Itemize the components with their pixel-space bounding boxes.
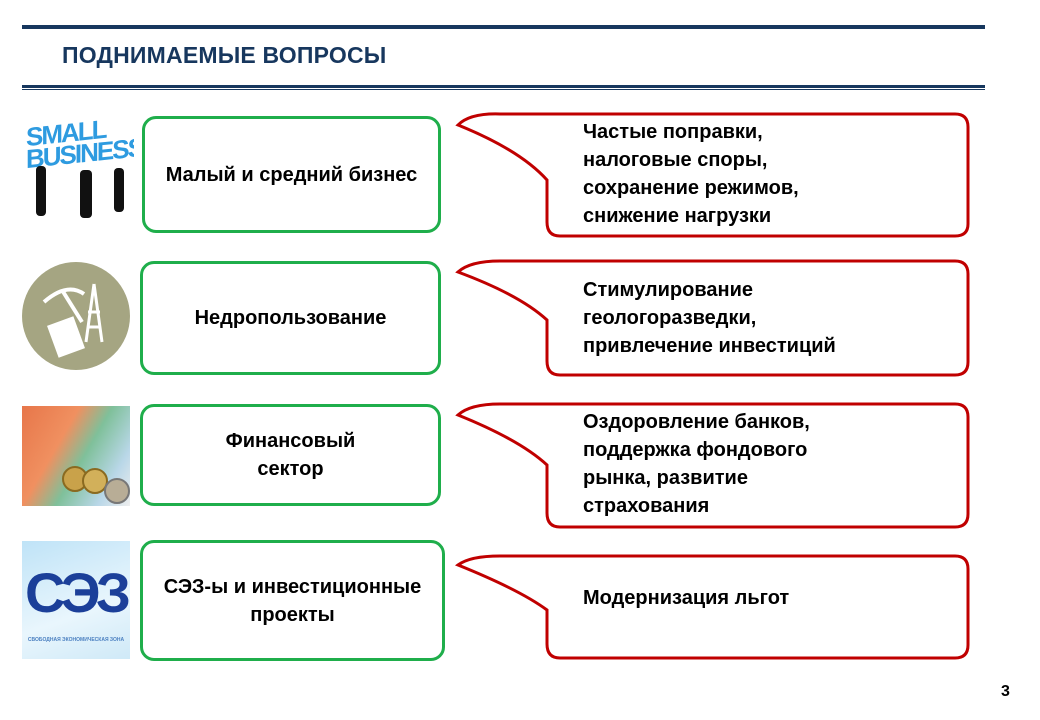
money-image xyxy=(22,406,130,506)
pickaxe-derrick-icon xyxy=(42,283,104,358)
topic-box-small-business: Малый и средний бизнес xyxy=(142,116,441,233)
header-rule xyxy=(22,85,985,88)
top-rule xyxy=(22,25,985,29)
callout-1 xyxy=(455,112,970,238)
mining-icon xyxy=(22,262,130,370)
page-title: ПОДНИМАЕМЫЕ ВОПРОСЫ xyxy=(62,42,387,68)
callout-2 xyxy=(455,259,970,377)
header-rule-thin xyxy=(22,89,985,90)
issue-text-small-business: Частые поправки, налоговые споры, сохран… xyxy=(583,121,799,227)
issue-text-sez: Модернизация льгот xyxy=(583,587,790,609)
topic-box-sez: СЭЗ-ы и инвестиционные проекты xyxy=(140,540,445,661)
sez-logo-subtext: СВОБОДНАЯ ЭКОНОМИЧЕСКАЯ ЗОНА xyxy=(27,637,125,643)
page-number: 3 xyxy=(1001,683,1010,700)
sez-logo: СЭЗ СВОБОДНАЯ ЭКОНОМИЧЕСКАЯ ЗОНА xyxy=(22,541,130,659)
issue-text-financial-sector: Оздоровление банков, поддержка фондового… xyxy=(583,411,810,517)
small-business-image: SMALL BUSINESS xyxy=(22,118,134,218)
callout-4 xyxy=(454,554,970,660)
topic-box-financial-sector: Финансовый сектор xyxy=(140,404,441,506)
sez-logo-text: СЭЗ xyxy=(25,561,130,624)
callout-3 xyxy=(455,402,970,529)
topic-box-subsoil-use: Недропользование xyxy=(140,261,441,375)
issue-text-subsoil-use: Стимулирование геологоразведки, привлече… xyxy=(583,279,836,357)
